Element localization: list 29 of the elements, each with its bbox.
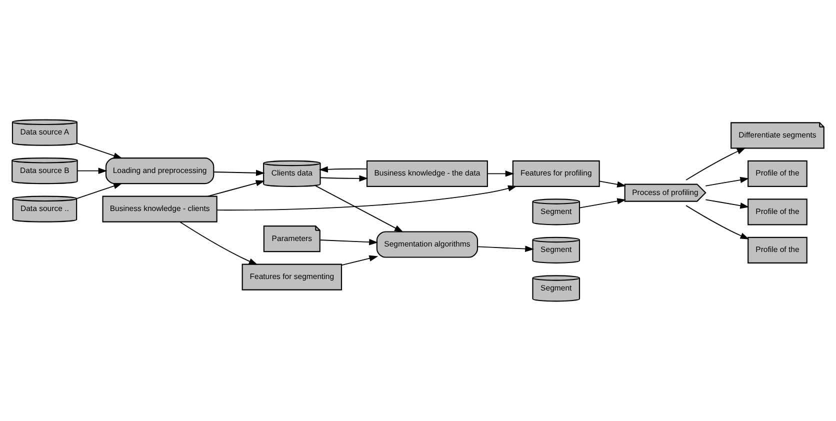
node-box: Loading and preprocessing <box>105 158 214 184</box>
arrow <box>320 238 378 246</box>
arrow <box>76 168 108 174</box>
arrow <box>705 199 750 209</box>
arrow <box>686 205 750 240</box>
arrow <box>207 180 265 197</box>
arrow <box>76 183 122 199</box>
arrow <box>179 221 258 265</box>
arrow <box>213 170 265 176</box>
node-box: Segmentation algorithms <box>376 231 478 258</box>
arrow <box>477 246 534 252</box>
arrow <box>318 166 368 173</box>
node-box: Profile of the <box>748 236 808 264</box>
node-box: Profile of the <box>748 160 808 187</box>
arrow <box>686 148 746 180</box>
node-box: Features for profiling <box>512 160 600 187</box>
arrow <box>341 255 378 266</box>
arrow <box>315 185 404 232</box>
arrow <box>76 142 122 159</box>
node-box: Features for segmenting <box>242 264 342 290</box>
node-box: Profile of the <box>748 198 808 226</box>
arrow <box>579 198 626 208</box>
arrow <box>320 175 368 182</box>
node-box: Business knowledge - the data <box>366 160 488 187</box>
arrow <box>598 180 626 188</box>
arrow <box>216 185 517 211</box>
node-box: Business knowledge - clients <box>102 196 218 222</box>
arrow <box>705 176 750 186</box>
arrow <box>487 170 514 177</box>
